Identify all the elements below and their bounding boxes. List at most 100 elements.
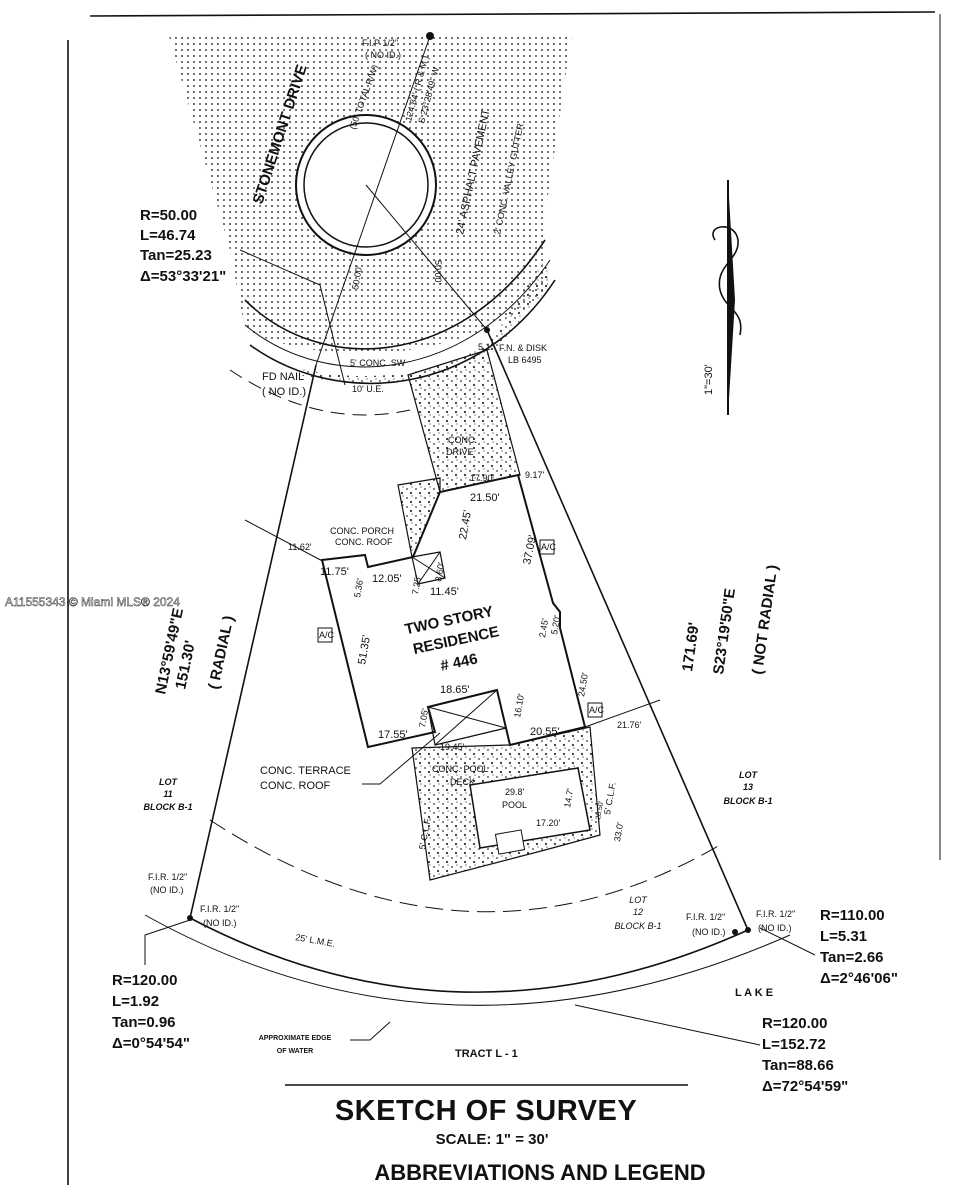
svg-text:LB 6495: LB 6495 [508, 355, 542, 365]
svg-text:BLOCK B-1: BLOCK B-1 [144, 802, 193, 812]
svg-text:F.I.R. 1/2": F.I.R. 1/2" [200, 904, 239, 914]
fip-marker [426, 32, 434, 40]
curve-data-c1: R=50.00L=46.74 Tan=25.23Δ=53°33'21" [140, 207, 226, 285]
svg-text:R=110.00: R=110.00 [820, 907, 885, 924]
svg-text:17.20': 17.20' [536, 818, 561, 828]
svg-text:12: 12 [633, 907, 643, 917]
pool [469, 767, 591, 849]
svg-text:LOT: LOT [159, 777, 178, 787]
svg-text:( NOT RADIAL ): ( NOT RADIAL ) [749, 564, 781, 676]
survey-scale: SCALE: 1" = 30' [436, 1131, 549, 1148]
svg-text:FD NAIL: FD NAIL [262, 371, 304, 383]
fir-labels: F.I.R. 1/2"(NO ID.) F.I.R. 1/2"(NO ID.) … [148, 872, 795, 937]
right-line-label: 171.69' S23°19'50"E ( NOT RADIAL ) [679, 564, 781, 676]
svg-text:21.50': 21.50' [470, 492, 500, 504]
fn-disk-label: F.N. & DISK LB 6495 [499, 343, 547, 365]
svg-text:13: 13 [743, 782, 753, 792]
curve-data-c2: R=120.00L=1.92 Tan=0.96Δ=0°54'54" [112, 972, 190, 1052]
svg-text:LOT: LOT [629, 895, 648, 905]
svg-text:Δ=0°54'54": Δ=0°54'54" [112, 1035, 190, 1052]
svg-text:5.20': 5.20' [549, 614, 562, 635]
svg-text:22.45': 22.45' [457, 509, 474, 540]
svg-text:A/C: A/C [319, 630, 335, 640]
svg-text:Tan=0.96: Tan=0.96 [112, 1014, 176, 1031]
svg-text:171.69': 171.69' [679, 621, 703, 672]
svg-text:F.I.R. 1/2": F.I.R. 1/2" [756, 909, 795, 919]
svg-text:LOT: LOT [739, 770, 758, 780]
svg-text:F.I.R. 1/2": F.I.R. 1/2" [148, 872, 187, 882]
water-edge [144, 914, 791, 1006]
concrete-drive [407, 349, 521, 493]
svg-text:(NO ID.): (NO ID.) [150, 885, 184, 895]
svg-text:F.N. & DISK: F.N. & DISK [499, 343, 547, 353]
radius-label: 50.00' [350, 264, 364, 290]
svg-text:2.45': 2.45' [537, 617, 550, 638]
svg-text:BLOCK B-1: BLOCK B-1 [724, 796, 773, 806]
svg-text:21.76': 21.76' [617, 720, 642, 730]
svg-text:DECK: DECK [450, 777, 475, 787]
svg-text:Δ=72°54'59": Δ=72°54'59" [762, 1078, 848, 1095]
lot-line-right [486, 329, 749, 931]
svg-text:51.35': 51.35' [356, 634, 373, 665]
svg-text:L=5.31: L=5.31 [820, 928, 867, 945]
sidewalk-label: 5' CONC. SW [350, 358, 406, 368]
svg-text:11: 11 [163, 789, 172, 799]
svg-text:(NO ID.): (NO ID.) [758, 923, 792, 933]
svg-text:APPROXIMATE EDGE: APPROXIMATE EDGE [259, 1035, 332, 1042]
svg-text:CONC.: CONC. [448, 435, 477, 445]
svg-text:28.50': 28.50' [595, 801, 605, 821]
svg-text:CONC. POOL: CONC. POOL [432, 764, 489, 774]
watermark: A11555343 © Miami MLS® 2024 [5, 595, 180, 609]
svg-text:CONC. ROOF: CONC. ROOF [335, 537, 393, 547]
svg-text:24.50': 24.50' [576, 671, 590, 697]
svg-text:CONC. PORCH: CONC. PORCH [330, 526, 394, 536]
svg-text:11.62': 11.62' [288, 542, 312, 552]
svg-text:( RADIAL ): ( RADIAL ) [205, 614, 237, 691]
tract-label: TRACT L - 1 [455, 1048, 518, 1060]
svg-text:20.55': 20.55' [530, 726, 560, 738]
lot-line-left [189, 364, 317, 919]
residence-footprint [320, 473, 587, 749]
svg-text:R=120.00: R=120.00 [112, 972, 177, 989]
svg-text:Δ=53°33'21": Δ=53°33'21" [140, 268, 226, 285]
road-edge-arc [244, 239, 546, 350]
svg-text:BLOCK B-1: BLOCK B-1 [614, 921, 661, 931]
rear-lot-line [189, 917, 749, 993]
drive-label: CONC.DRIVE [446, 435, 477, 457]
svg-text:Tan=25.23: Tan=25.23 [140, 247, 212, 264]
svg-text:A/C: A/C [589, 705, 605, 715]
lme-line [209, 819, 721, 913]
svg-text:Δ=2°46'06": Δ=2°46'06" [820, 970, 898, 987]
svg-text:R=120.00: R=120.00 [762, 1015, 827, 1032]
svg-text:POOL: POOL [502, 800, 527, 810]
ac-unit: A/C A/C A/C [317, 539, 605, 718]
svg-text:5' C.L.F.: 5' C.L.F. [602, 781, 618, 815]
svg-text:CONC. TERRACE: CONC. TERRACE [260, 765, 351, 777]
svg-text:17.55': 17.55' [378, 729, 408, 741]
svg-text:( NO ID.): ( NO ID.) [365, 50, 401, 60]
legend-heading: ABBREVIATIONS AND LEGEND [374, 1160, 705, 1185]
svg-text:L=46.74: L=46.74 [140, 227, 196, 244]
svg-text:14.7': 14.7' [562, 787, 575, 808]
survey-title: SKETCH OF SURVEY [335, 1095, 637, 1127]
radius-label: 50.00' [433, 260, 443, 285]
fd-nail-label: FD NAIL ( NO ID.) [262, 371, 306, 398]
svg-text:(NO ID.): (NO ID.) [692, 927, 726, 937]
svg-text:11.45': 11.45' [430, 586, 459, 598]
svg-text:19.45': 19.45' [440, 742, 465, 752]
svg-text:11.75': 11.75' [320, 566, 349, 578]
svg-text:5.1': 5.1' [478, 342, 493, 352]
svg-text:16.10': 16.10' [512, 692, 526, 718]
svg-text:17.90': 17.90' [470, 473, 495, 483]
svg-text:A/C: A/C [541, 542, 557, 552]
frame-top [89, 11, 936, 17]
lme-label: 25' L.M.E. [295, 932, 336, 949]
svg-text:5.36': 5.36' [352, 577, 365, 598]
svg-text:18.65': 18.65' [440, 684, 470, 696]
svg-text:( NO ID.): ( NO ID.) [262, 386, 306, 398]
svg-text:Tan=88.66: Tan=88.66 [762, 1057, 834, 1074]
svg-text:8.60': 8.60' [433, 561, 446, 582]
north-scale: 1"=30' [703, 364, 715, 395]
